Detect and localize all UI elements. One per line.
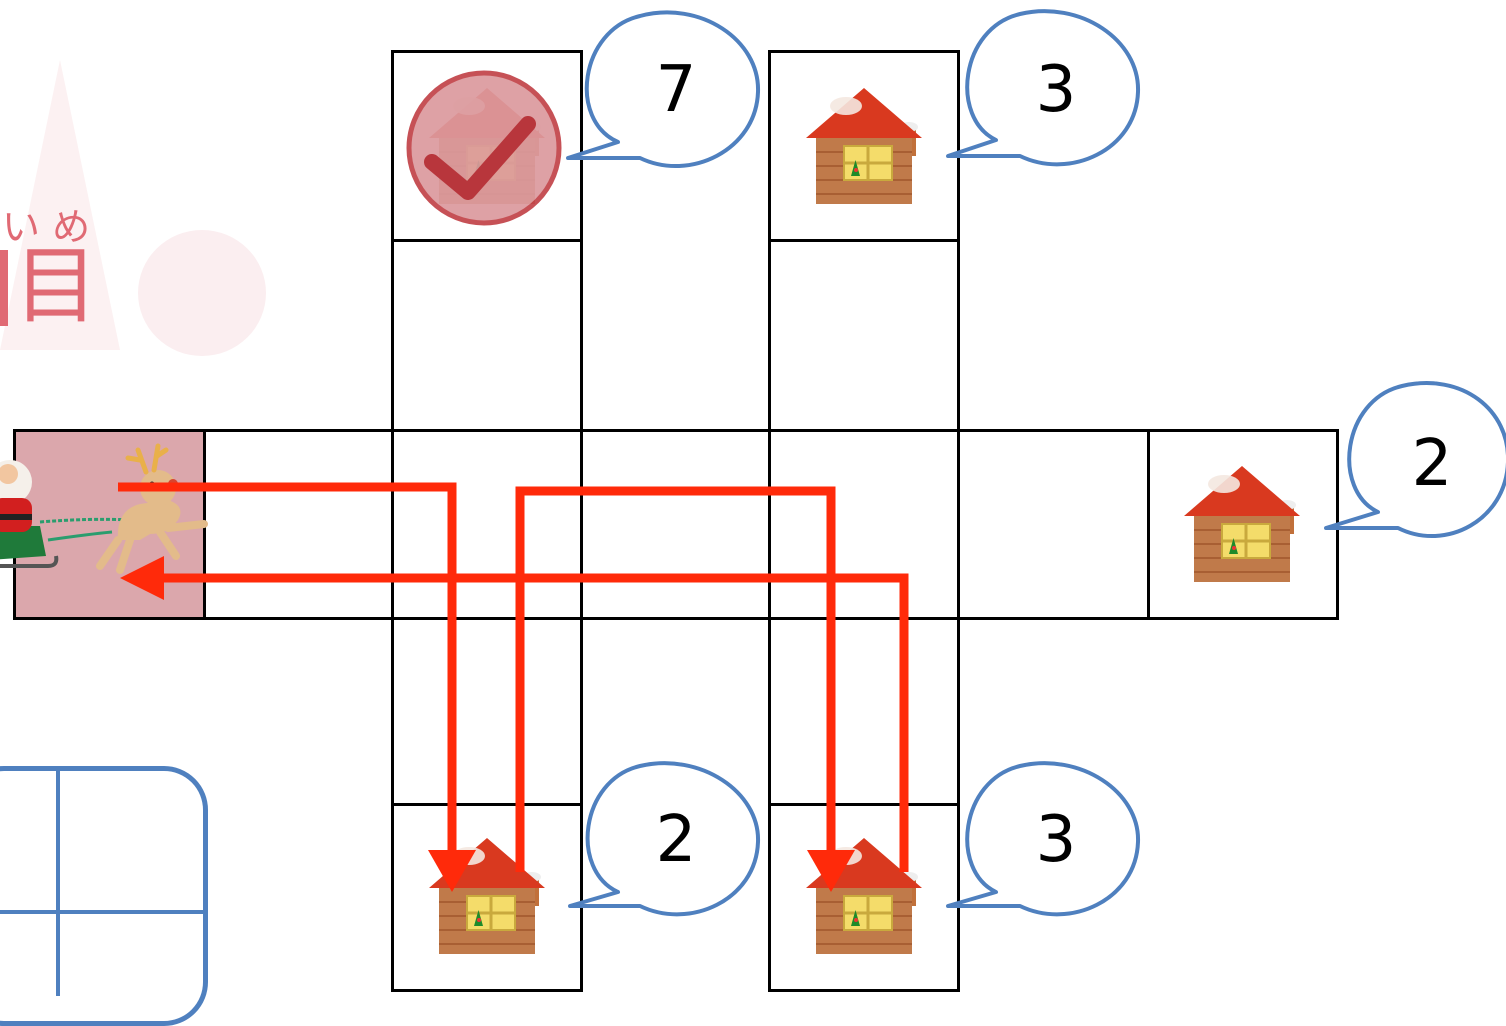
day-label-kanji: 目 [14,237,99,335]
house-top-right-icon [804,86,924,206]
faded-tree-shape [0,60,120,350]
cell-a2[interactable] [391,239,583,433]
inventory-panel [0,766,208,1026]
cell-b4[interactable] [768,616,960,806]
house-count-top-left: 7 [655,53,697,127]
house-count-bottom-left: 2 [655,803,697,877]
cell-r6[interactable] [957,429,1150,620]
house-count-bottom-right: 3 [1035,803,1077,877]
house-count-top-right: 3 [1035,53,1077,127]
callout-bubble-bottom-right [946,761,1141,917]
board-overlay [0,9,1506,992]
game-stage: い め 目 [0,9,1506,1026]
house-count-right: 2 [1411,427,1453,501]
day-number-bar [0,250,8,326]
faded-ornament [138,230,266,356]
cell-r3[interactable] [391,429,583,620]
house-right-icon [1182,464,1302,584]
delivery-route [118,482,909,872]
cell-r2[interactable] [203,429,394,620]
delivered-check-icon [406,70,562,226]
callout-bubble-right [1324,381,1506,539]
cell-r4[interactable] [580,429,771,620]
cell-b5[interactable] [768,803,960,992]
callout-bubble-top-right [946,9,1141,167]
day-label-kana: い め [2,205,91,249]
inventory-divider-vertical [56,766,60,996]
cell-r5[interactable] [768,429,960,620]
santa-sleigh-icon [0,460,131,568]
callout-bubble-top-left [566,10,761,169]
inventory-divider-horizontal [0,910,206,914]
callout-bubble-bottom-left [568,761,761,917]
route-arrowheads [120,556,855,892]
reindeer-icon [96,443,208,574]
